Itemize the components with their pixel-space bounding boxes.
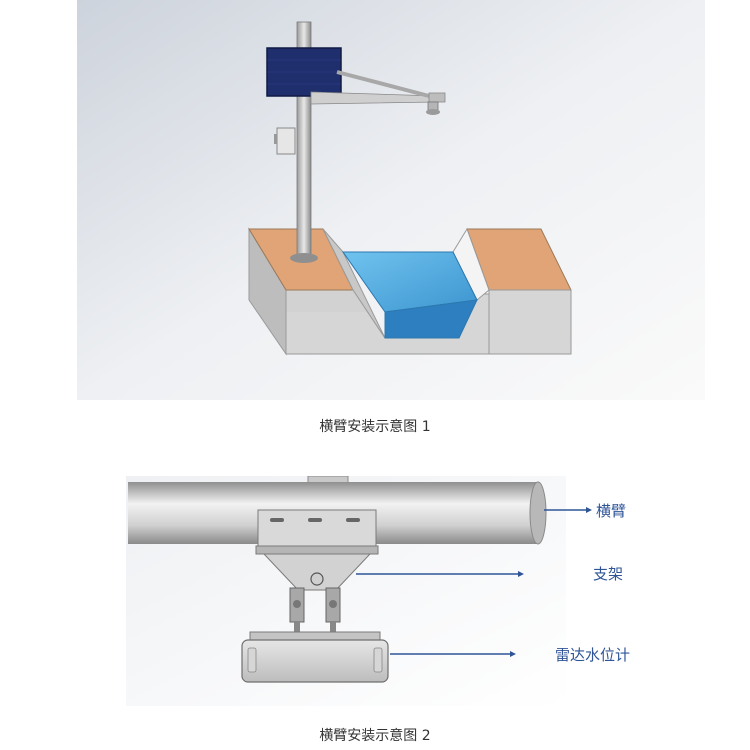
radar-level-sensor (426, 101, 440, 115)
water-channel (342, 251, 478, 339)
figure-2-caption: 横臂安装示意图 2 (319, 728, 431, 744)
bracket-callout-arrowhead (518, 571, 524, 577)
pole-base (290, 253, 318, 263)
installation-diagram-1 (77, 0, 705, 400)
callout-arrows (356, 507, 592, 657)
support-bracket (262, 553, 372, 634)
installation-diagram-2 (126, 476, 592, 706)
callout-label-radar: 雷达水位计 (555, 646, 631, 664)
radar-callout-arrowhead (510, 651, 516, 657)
control-box (276, 127, 296, 155)
clamp-plate (255, 509, 379, 555)
arm-callout-arrowhead (586, 507, 592, 513)
cross-arm (310, 70, 446, 105)
figure-1-caption: 横臂安装示意图 1 (319, 419, 431, 435)
solar-panel (266, 47, 342, 97)
callout-label-bracket: 支架 (593, 565, 624, 583)
radar-unit (241, 631, 389, 683)
callout-label-arm: 横臂 (596, 502, 627, 520)
bracket-bolt (310, 572, 324, 586)
